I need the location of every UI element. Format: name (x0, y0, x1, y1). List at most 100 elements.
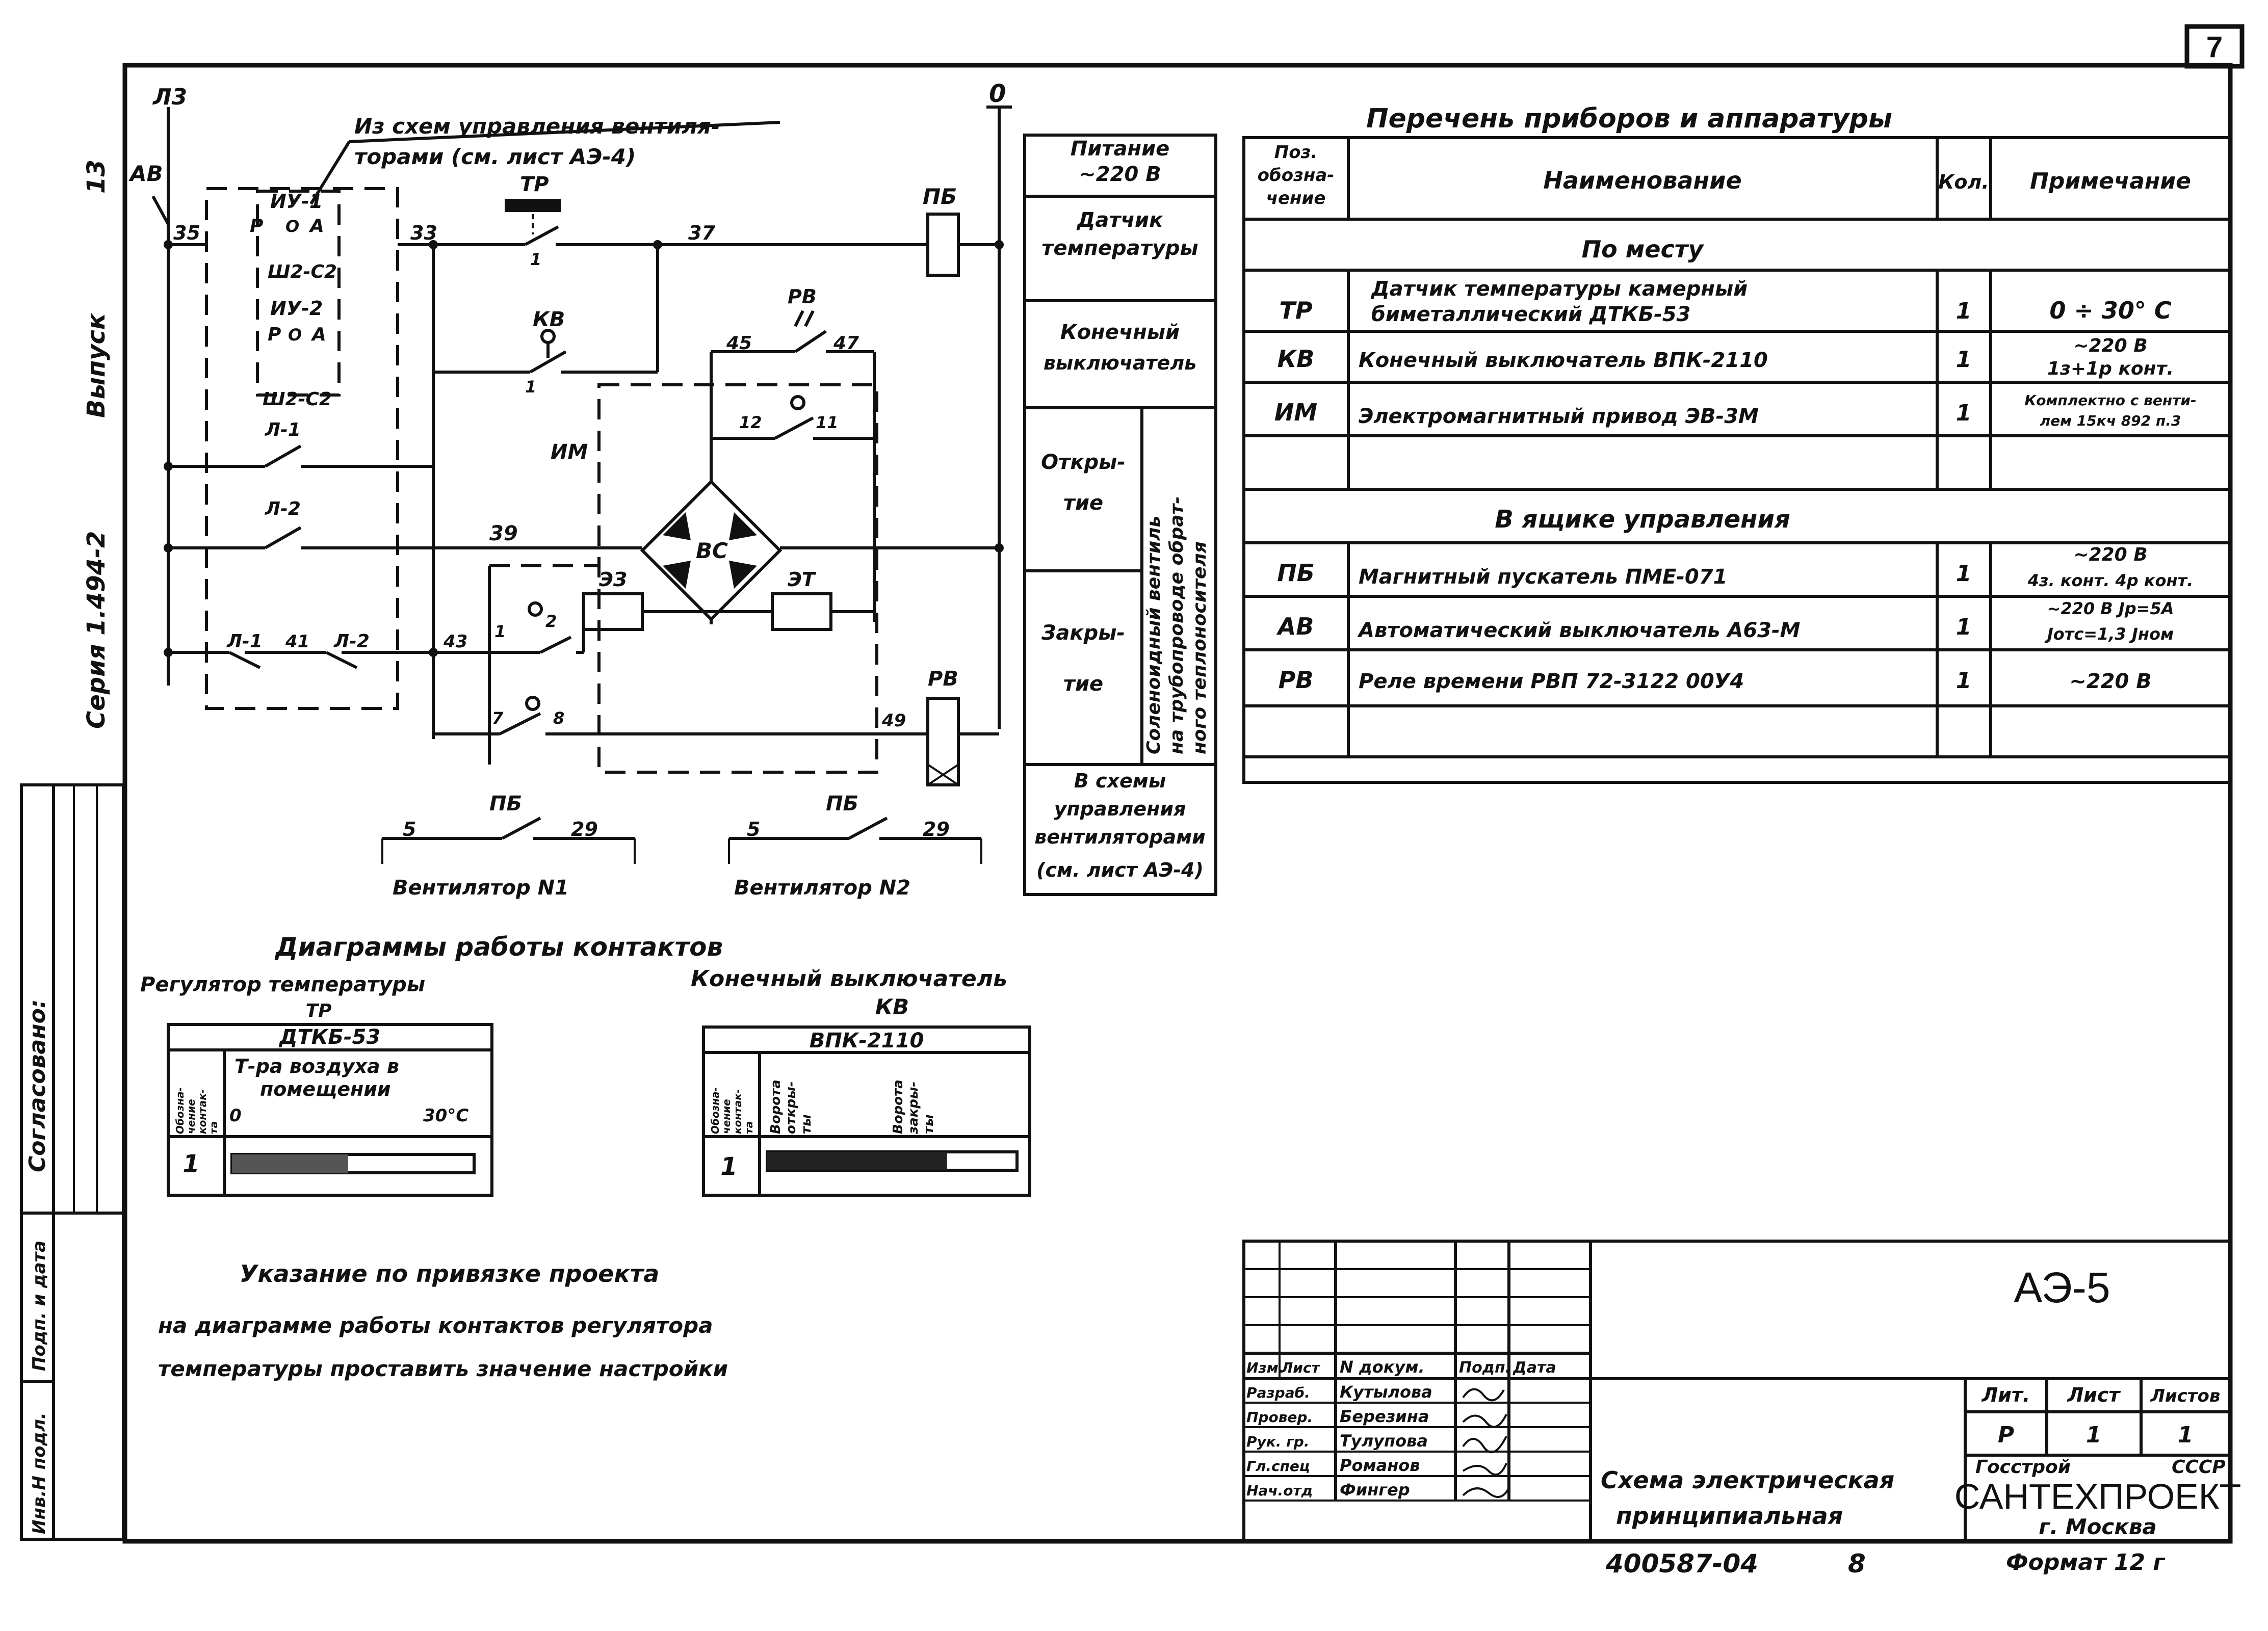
svg-text:помещении: помещении (260, 1078, 390, 1100)
svg-text:тие: тие (1063, 672, 1103, 696)
archive-number: 400587-04 (1605, 1549, 1758, 1579)
svg-text:Романов: Романов (1340, 1456, 1420, 1475)
svg-text:Ш2-С2: Ш2-С2 (263, 389, 332, 410)
svg-text:Рук. гр.: Рук. гр. (1246, 1433, 1309, 1450)
svg-text:41: 41 (285, 632, 309, 652)
svg-text:Тулупова: Тулупова (1340, 1431, 1428, 1451)
svg-text:температуры проставить значени: температуры проставить значение настройк… (158, 1356, 728, 1381)
svg-text:11: 11 (816, 413, 839, 432)
svg-text:КВ: КВ (875, 994, 909, 1019)
svg-text:Фингер: Фингер (1340, 1480, 1410, 1500)
svg-text:Конечный: Конечный (1060, 321, 1180, 344)
breaker-av (151, 195, 170, 225)
svg-text:1: 1 (2086, 1422, 2102, 1448)
svg-text:ПБ: ПБ (489, 792, 522, 815)
svg-text:СССР: СССР (2172, 1457, 2226, 1478)
svg-text:ДТКБ-53: ДТКБ-53 (278, 1025, 380, 1049)
svg-text:30°С: 30°С (423, 1106, 468, 1126)
im-drive-block (597, 383, 878, 774)
svg-text:Гл.спец: Гл.спец (1246, 1458, 1310, 1475)
svg-text:1: 1 (1956, 298, 1972, 324)
svg-text:лем 15кч 892 п.3: лем 15кч 892 п.3 (2040, 412, 2181, 429)
svg-text:РВ: РВ (1279, 666, 1314, 694)
row-av: АВ Автоматический выключатель А63-М 1 ~2… (1276, 599, 2174, 644)
coil-et (771, 592, 832, 631)
svg-text:Регулятор температуры: Регулятор температуры (140, 973, 425, 996)
svg-text:N докум.: N докум. (1340, 1357, 1425, 1377)
contact-diagrams: Диаграммы работы контактов Регулятор тем… (140, 932, 1031, 1197)
svg-text:Датчик температуры камерный: Датчик температуры камерный (1370, 277, 1748, 301)
svg-text:Комплектно с венти-: Комплектно с венти- (2024, 392, 2196, 409)
svg-text:О: О (288, 325, 302, 345)
svg-text:Конечный выключатель ВПК-2110: Конечный выключатель ВПК-2110 (1359, 349, 1768, 372)
svg-text:1з+1р конт.: 1з+1р конт. (2047, 358, 2174, 379)
svg-text:1: 1 (183, 1150, 199, 1178)
svg-text:Провер.: Провер. (1246, 1409, 1313, 1426)
sheet-number: 7 (2206, 31, 2223, 64)
svg-text:1: 1 (1956, 347, 1972, 373)
svg-text:откры-: откры- (784, 1082, 799, 1135)
svg-text:Т-ра воздуха в: Т-ра воздуха в (234, 1055, 399, 1077)
bus-zero-label: 0 (989, 80, 1006, 108)
svg-text:ЭЗ: ЭЗ (599, 568, 627, 591)
svg-text:8: 8 (553, 708, 564, 728)
svg-text:ИУ-2: ИУ-2 (270, 297, 323, 320)
svg-text:Jотс=1,3 Jном: Jотс=1,3 Jном (2044, 624, 2174, 644)
svg-text:г. Москва: г. Москва (2039, 1514, 2157, 1539)
svg-text:Автоматический выключатель А63: Автоматический выключатель А63-М (1357, 619, 1800, 642)
svg-text:А: А (308, 216, 324, 236)
section-panel: В ящике управления (1495, 505, 1790, 534)
svg-text:39: 39 (489, 522, 518, 545)
svg-text:12: 12 (739, 413, 762, 432)
svg-text:Л-2: Л-2 (333, 631, 370, 652)
svg-text:Кутылова: Кутылова (1340, 1382, 1432, 1402)
svg-text:~220 В: ~220 В (2073, 544, 2147, 565)
svg-text:та: та (743, 1121, 755, 1134)
svg-text:Откры-: Откры- (1041, 451, 1126, 474)
svg-text:Закры-: Закры- (1041, 621, 1125, 645)
svg-text:принципиальная: принципиальная (1616, 1502, 1843, 1530)
series-label: Серия 1.494-2 (82, 531, 111, 729)
row-kv: КВ Конечный выключатель ВПК-2110 1 ~220 … (1278, 335, 2174, 379)
svg-text:Обозна-: Обозна- (174, 1087, 186, 1134)
svg-text:ИМ: ИМ (1274, 399, 1317, 426)
format-label: Формат 12 г (2006, 1549, 2166, 1575)
source-note-line2: торами (см. лист АЭ-4) (354, 144, 636, 169)
bus-l3-label: Л3 (152, 84, 187, 110)
rv-contact (794, 330, 827, 353)
svg-text:Госстрой: Госстрой (1975, 1457, 2071, 1478)
contact-l2 (264, 526, 302, 549)
svg-text:КВ: КВ (1278, 345, 1315, 373)
row-tr: ТР Датчик температуры камерный биметалли… (1279, 277, 2171, 326)
svg-text:2: 2 (545, 612, 557, 631)
regulator-diagram (167, 1023, 493, 1197)
svg-text:Подп.: Подп. (1459, 1359, 1511, 1377)
svg-text:О: О (285, 217, 299, 236)
equipment-list-table: Перечень приборов и аппаратуры Поз. обоз… (1242, 103, 2232, 784)
svg-text:Вентилятор N1: Вентилятор N1 (393, 876, 569, 900)
svg-text:ты: ты (921, 1114, 936, 1134)
svg-text:РВ: РВ (788, 285, 817, 308)
svg-text:Л-1: Л-1 (265, 419, 301, 440)
svg-text:А: А (310, 324, 326, 345)
svg-text:Лист: Лист (2067, 1384, 2121, 1406)
limit-switch-diagram (702, 1025, 1031, 1197)
svg-text:РВ: РВ (928, 667, 958, 691)
svg-text:1: 1 (494, 622, 506, 641)
svg-text:1: 1 (1956, 400, 1972, 426)
svg-text:29: 29 (571, 818, 598, 840)
svg-text:на трубопроводе обрат-: на трубопроводе обрат- (1166, 496, 1187, 754)
svg-text:~220 В: ~220 В (2073, 335, 2147, 356)
svg-text:Примечание: Примечание (2030, 168, 2191, 194)
svg-text:ты: ты (799, 1114, 814, 1134)
svg-text:1: 1 (1956, 614, 1972, 640)
svg-text:Лист: Лист (1281, 1359, 1320, 1376)
equipment-list-title: Перечень приборов и аппаратуры (1366, 103, 1892, 134)
regulator-closed-bar (232, 1154, 348, 1173)
inv-label: Инв.Н подл. (29, 1412, 49, 1534)
fan1-contact (501, 817, 541, 840)
svg-text:Магнитный пускатель ПМЕ-071: Магнитный пускатель ПМЕ-071 (1359, 565, 1727, 589)
svg-text:5: 5 (747, 818, 760, 840)
svg-text:Ворота: Ворота (891, 1080, 906, 1134)
svg-text:Р: Р (268, 324, 281, 345)
